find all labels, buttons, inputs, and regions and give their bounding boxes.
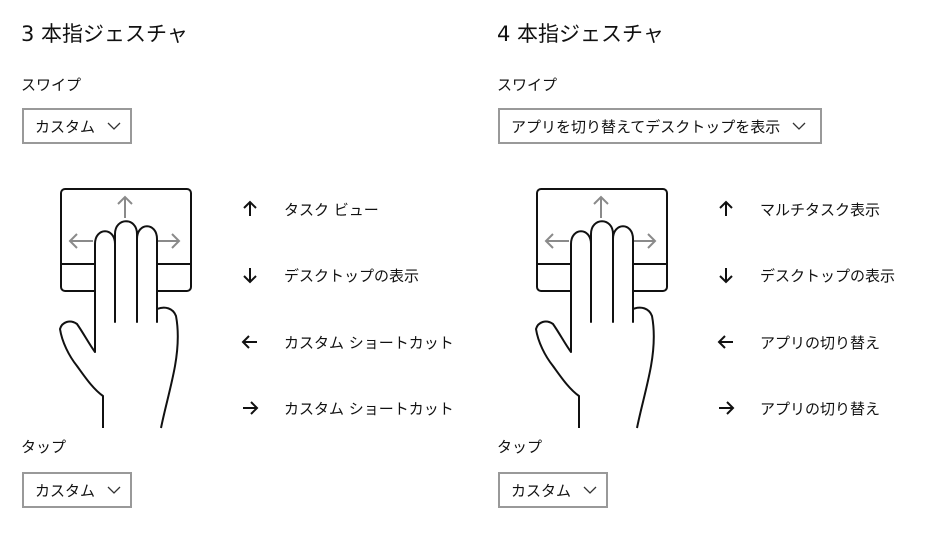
gesture-right-row: アプリの切り替え — [716, 396, 880, 420]
arrow-up-icon — [240, 199, 260, 219]
gesture-action: カスタム ショートカット — [284, 333, 454, 352]
gesture-down-row: デスクトップの表示 — [240, 263, 419, 287]
dropdown-value: カスタム — [511, 481, 572, 500]
tap-label: タップ — [21, 438, 67, 456]
gesture-action: アプリの切り替え — [760, 399, 881, 418]
arrow-right-icon — [240, 398, 260, 418]
four-finger-hand-illustration — [531, 184, 681, 434]
arrow-left-icon — [240, 332, 260, 352]
tap-dropdown[interactable]: カスタム — [22, 472, 132, 508]
dropdown-value: アプリを切り替えてデスクトップを表示 — [511, 117, 781, 136]
gesture-left-row: カスタム ショートカット — [240, 330, 454, 354]
section-title: 3 本指ジェスチャ — [21, 22, 188, 46]
chevron-down-icon — [583, 486, 597, 494]
arrow-right-icon — [716, 398, 736, 418]
gesture-action: アプリの切り替え — [760, 333, 881, 352]
chevron-down-icon — [107, 122, 121, 130]
gesture-action: マルチタスク表示 — [760, 200, 881, 219]
gesture-action: デスクトップの表示 — [284, 266, 420, 285]
section-title: 4 本指ジェスチャ — [497, 22, 664, 46]
tap-dropdown[interactable]: カスタム — [498, 472, 608, 508]
arrow-down-icon — [240, 265, 260, 285]
gesture-action: デスクトップの表示 — [760, 266, 896, 285]
chevron-down-icon — [792, 122, 806, 130]
swipe-label: スワイプ — [497, 76, 558, 94]
arrow-up-icon — [716, 199, 736, 219]
gesture-right-row: カスタム ショートカット — [240, 396, 454, 420]
swipe-label: スワイプ — [21, 76, 82, 94]
three-finger-hand-illustration — [55, 184, 205, 434]
dropdown-value: カスタム — [35, 117, 96, 136]
gesture-action: カスタム ショートカット — [284, 399, 454, 418]
three-finger-section: 3 本指ジェスチャ スワイプ カスタム タスク ビュー デスクトップの表示 カス… — [0, 0, 454, 540]
chevron-down-icon — [107, 486, 121, 494]
swipe-dropdown[interactable]: カスタム — [22, 108, 132, 144]
tap-label: タップ — [497, 438, 543, 456]
gesture-down-row: デスクトップの表示 — [716, 263, 895, 287]
gesture-up-row: マルチタスク表示 — [716, 197, 880, 221]
gesture-left-row: アプリの切り替え — [716, 330, 880, 354]
gesture-action: タスク ビュー — [284, 200, 379, 219]
four-finger-section: 4 本指ジェスチャ スワイプ アプリを切り替えてデスクトップを表示 マルチタスク… — [476, 0, 916, 540]
gesture-up-row: タスク ビュー — [240, 197, 379, 221]
arrow-down-icon — [716, 265, 736, 285]
swipe-dropdown[interactable]: アプリを切り替えてデスクトップを表示 — [498, 108, 822, 144]
dropdown-value: カスタム — [35, 481, 96, 500]
arrow-left-icon — [716, 332, 736, 352]
